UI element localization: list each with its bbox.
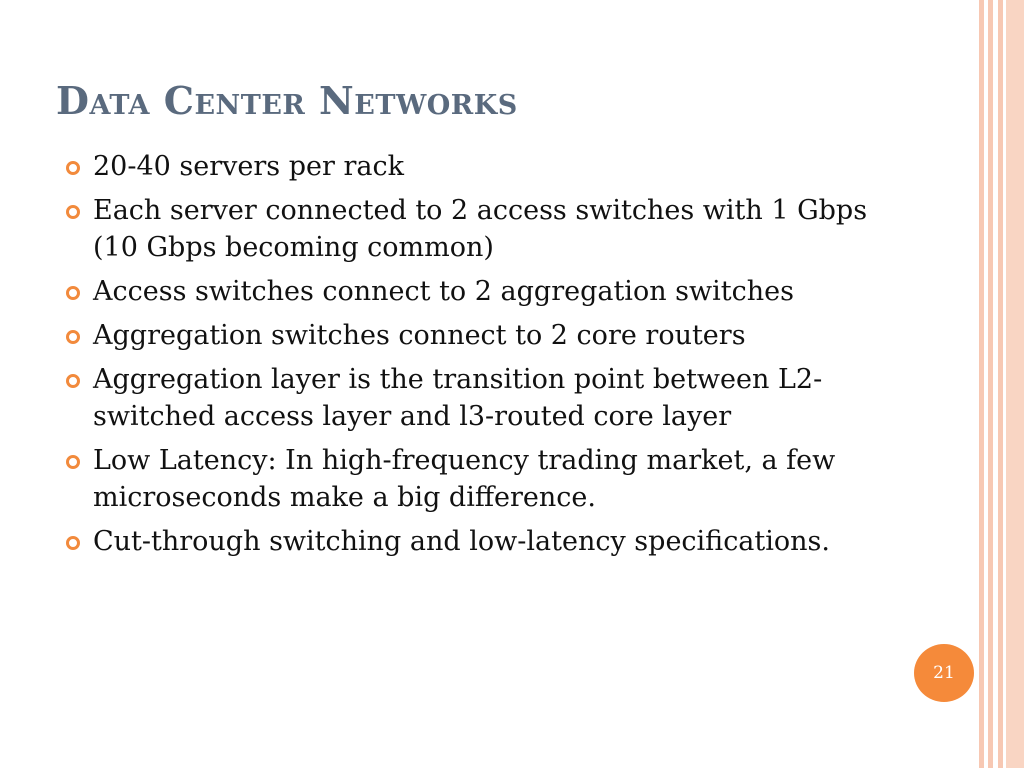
bullet-text: Cut-through switching and low-latency sp… (93, 526, 830, 557)
page-number-badge: 21 (914, 644, 974, 702)
bullet-item: Each server connected to 2 access switch… (66, 192, 896, 266)
bullet-item: 20-40 servers per rack (66, 148, 896, 185)
bullet-circle-icon (66, 374, 80, 388)
decorative-stripe (998, 0, 1003, 768)
slide-title: Data Center Networks (56, 78, 518, 123)
bullet-text: Aggregation switches connect to 2 core r… (93, 320, 746, 351)
bullet-text: Each server connected to 2 access switch… (93, 195, 868, 263)
bullet-circle-icon (66, 286, 80, 300)
bullet-circle-icon (66, 161, 80, 175)
bullet-item: Aggregation switches connect to 2 core r… (66, 317, 896, 354)
decorative-stripe (979, 0, 984, 768)
bullet-item: Access switches connect to 2 aggregation… (66, 273, 896, 310)
decorative-stripe (988, 0, 993, 768)
bullet-text: Access switches connect to 2 aggregation… (93, 276, 794, 307)
bullet-item: Cut-through switching and low-latency sp… (66, 523, 896, 560)
bullet-circle-icon (66, 536, 80, 550)
bullet-circle-icon (66, 205, 80, 219)
bullet-item: Aggregation layer is the transition poin… (66, 361, 896, 435)
page-number: 21 (933, 663, 955, 683)
bullet-text: Aggregation layer is the transition poin… (93, 364, 823, 432)
bullet-list: 20-40 servers per rack Each server conne… (66, 148, 896, 567)
bullet-circle-icon (66, 330, 80, 344)
bullet-item: Low Latency: In high-frequency trading m… (66, 442, 896, 516)
bullet-text: 20-40 servers per rack (93, 151, 404, 182)
bullet-text: Low Latency: In high-frequency trading m… (93, 445, 836, 513)
bullet-circle-icon (66, 455, 80, 469)
decorative-stripe (1006, 0, 1024, 768)
